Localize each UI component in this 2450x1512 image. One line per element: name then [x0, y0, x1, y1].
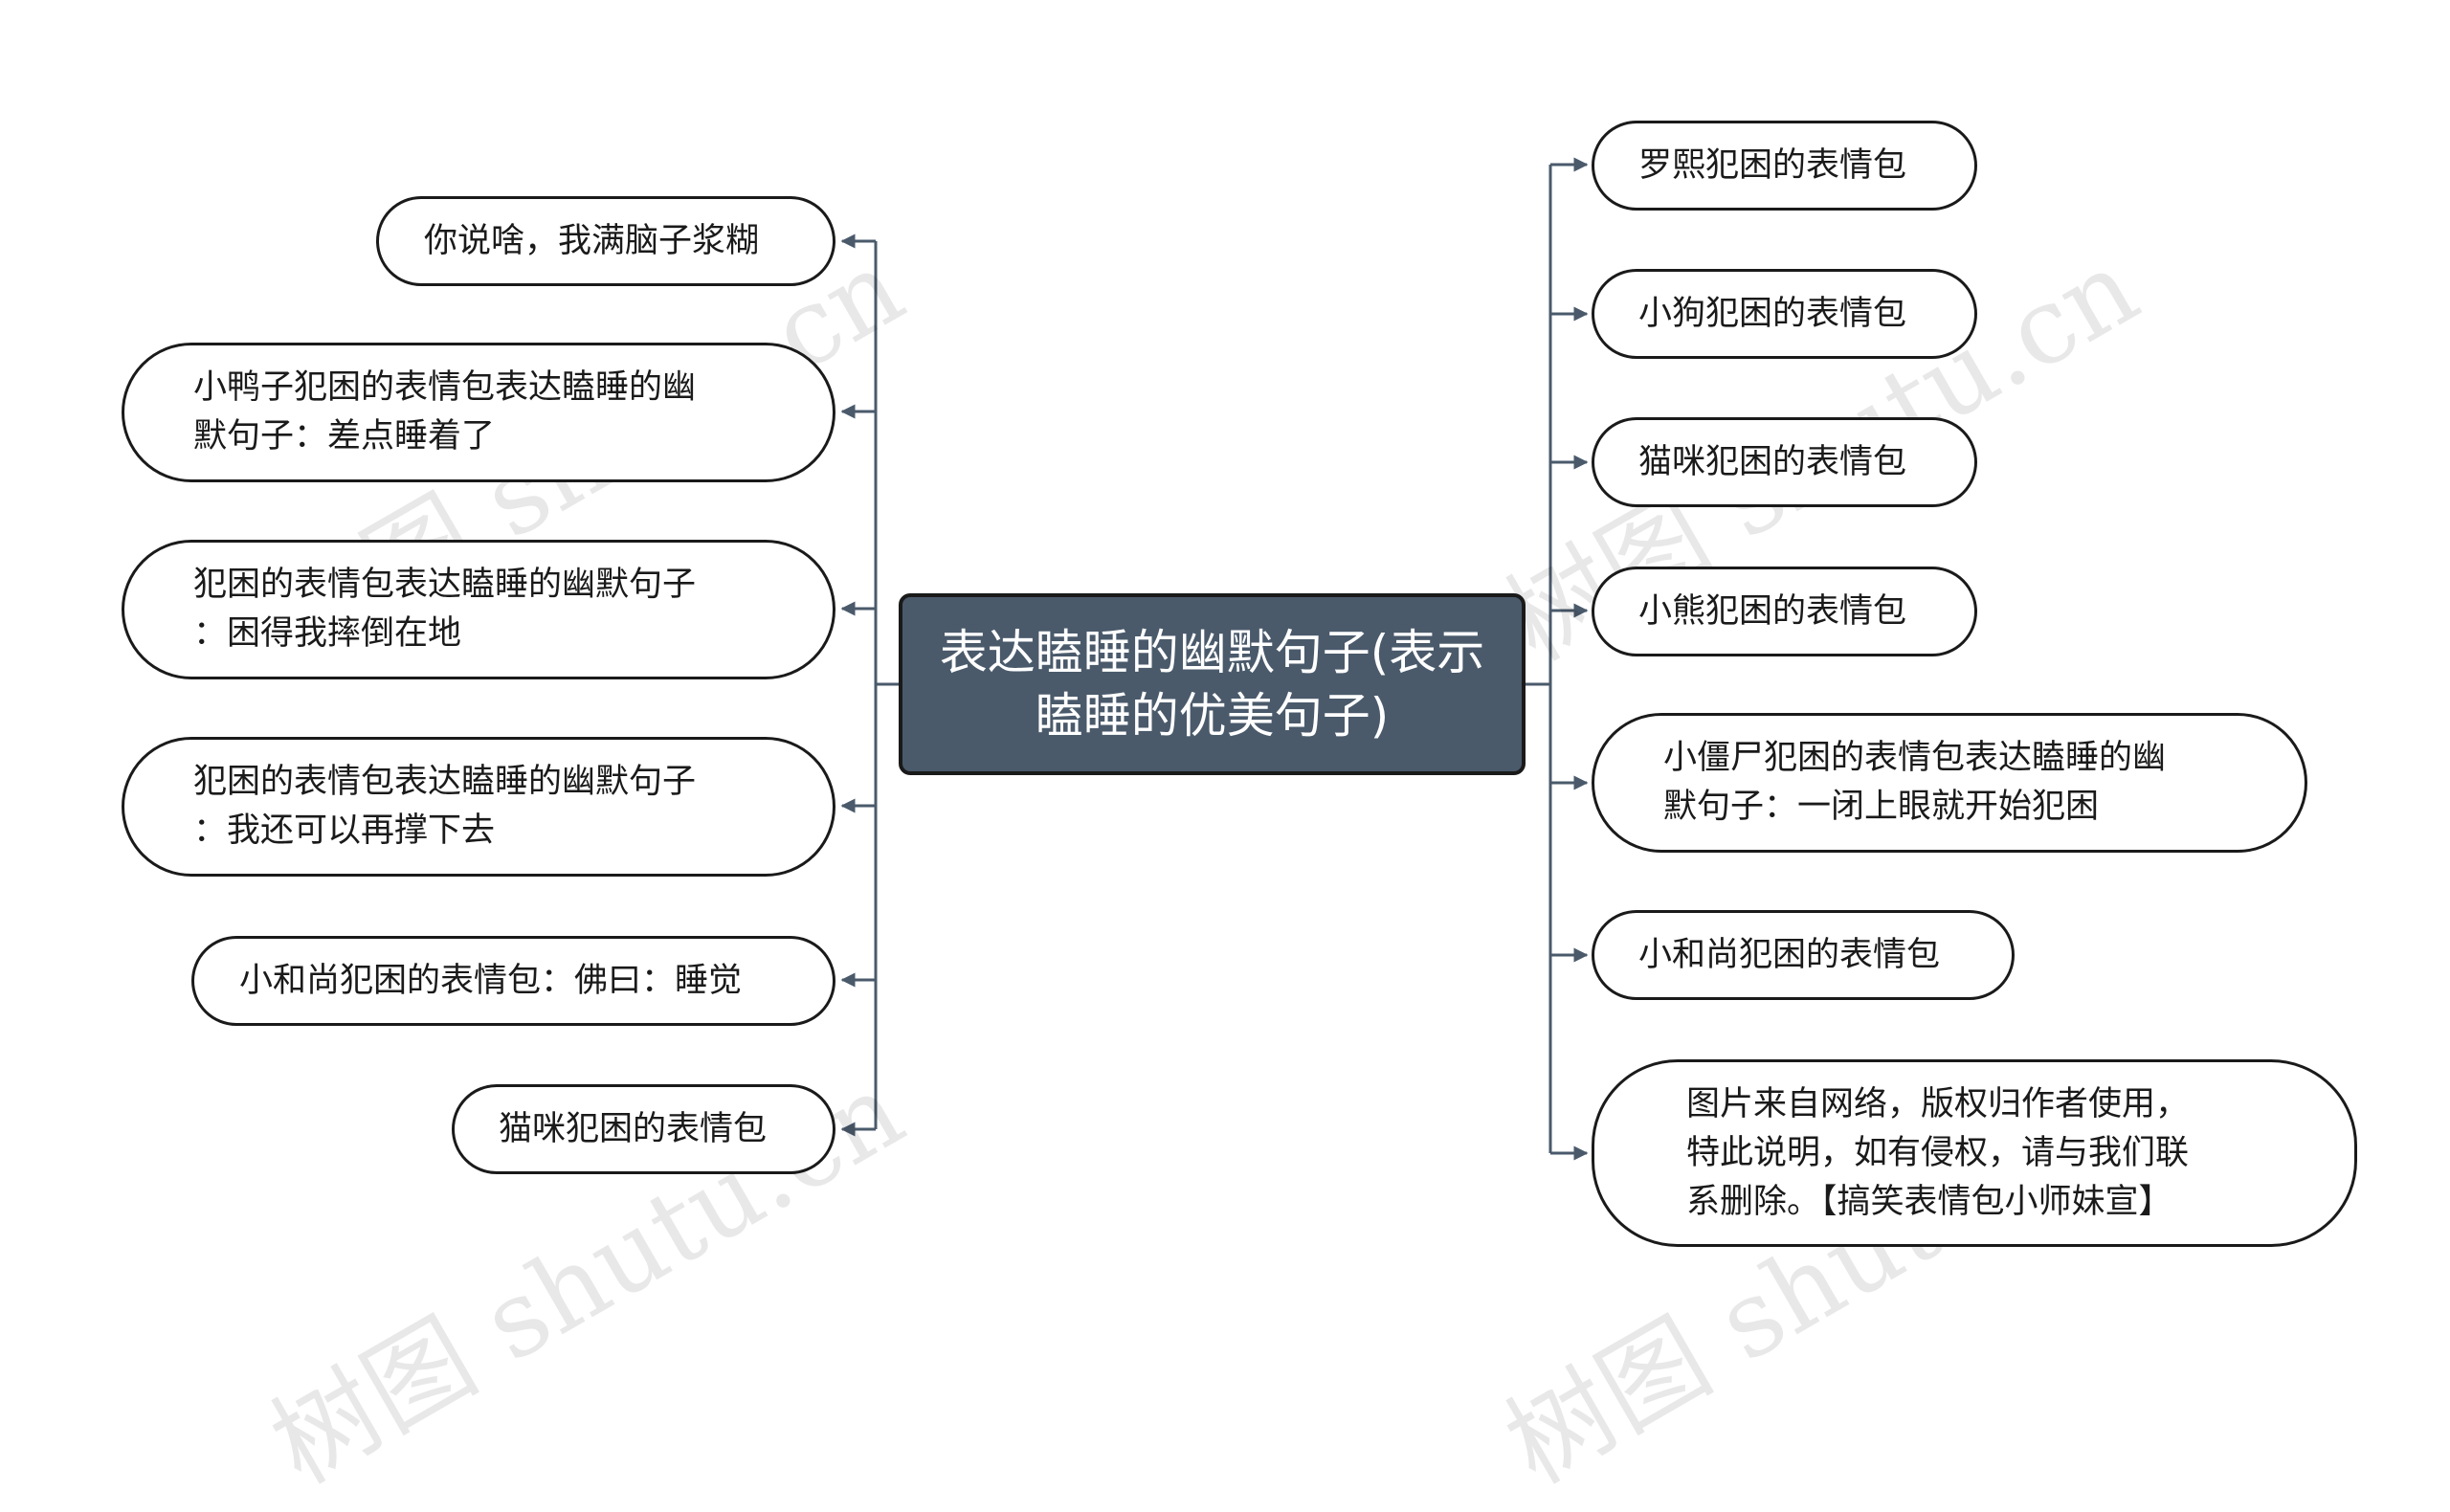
right-node-1[interactable]: 罗熙犯困的表情包: [1592, 121, 1977, 211]
node-label: 犯困的表情包表达瞌睡的幽默句子 ：困得我摔倒在地: [193, 566, 697, 653]
node-label: 小僵尸犯困的表情包表达瞌睡的幽 默句子：一闭上眼就开始犯困: [1663, 739, 2167, 826]
left-node-6[interactable]: 猫咪犯困的表情包: [452, 1084, 835, 1174]
central-topic[interactable]: 表达瞌睡的幽默句子(表示 瞌睡的优美句子): [899, 593, 1526, 775]
right-node-7[interactable]: 图片来自网络，版权归作者使用， 特此说明，如有侵权，请与我们联 系删除。【搞笑表…: [1592, 1059, 2357, 1247]
right-node-5[interactable]: 小僵尸犯困的表情包表达瞌睡的幽 默句子：一闭上眼就开始犯困: [1592, 713, 2307, 853]
node-label: 小和尚犯困的表情包: [1638, 935, 1941, 974]
node-label: 小和尚犯困的表情包：佛曰：睡觉: [239, 961, 743, 1000]
node-label: 罗熙犯困的表情包: [1638, 145, 1907, 185]
node-label: 小狗犯困的表情包: [1638, 294, 1907, 333]
right-node-2[interactable]: 小狗犯困的表情包: [1592, 269, 1977, 359]
central-topic-label: 表达瞌睡的幽默句子(表示 瞌睡的优美句子): [939, 625, 1485, 744]
left-node-3[interactable]: 犯困的表情包表达瞌睡的幽默句子 ：困得我摔倒在地: [122, 540, 835, 679]
right-node-6[interactable]: 小和尚犯困的表情包: [1592, 910, 2015, 1000]
left-node-1[interactable]: 你说啥，我满脑子浆糊: [376, 196, 835, 286]
node-label: 小熊犯困的表情包: [1638, 591, 1907, 631]
node-label: 猫咪犯困的表情包: [499, 1109, 768, 1148]
connector-lines: [840, 157, 1589, 1161]
right-node-4[interactable]: 小熊犯困的表情包: [1592, 567, 1977, 656]
node-label: 犯困的表情包表达瞌睡的幽默句子 ：我还可以再撑下去: [193, 763, 697, 850]
node-label: 你说啥，我满脑子浆糊: [424, 221, 760, 260]
node-label: 图片来自网络，版权归作者使用， 特此说明，如有侵权，请与我们联 系删除。【搞笑表…: [1686, 1084, 2190, 1221]
right-node-3[interactable]: 猫咪犯困的表情包: [1592, 417, 1977, 507]
node-label: 猫咪犯困的表情包: [1638, 442, 1907, 481]
left-node-4[interactable]: 犯困的表情包表达瞌睡的幽默句子 ：我还可以再撑下去: [122, 737, 835, 877]
node-label: 小鸭子犯困的表情包表达瞌睡的幽 默句子：差点睡着了: [193, 368, 697, 456]
left-node-5[interactable]: 小和尚犯困的表情包：佛曰：睡觉: [191, 936, 835, 1026]
left-node-2[interactable]: 小鸭子犯困的表情包表达瞌睡的幽 默句子：差点睡着了: [122, 343, 835, 482]
